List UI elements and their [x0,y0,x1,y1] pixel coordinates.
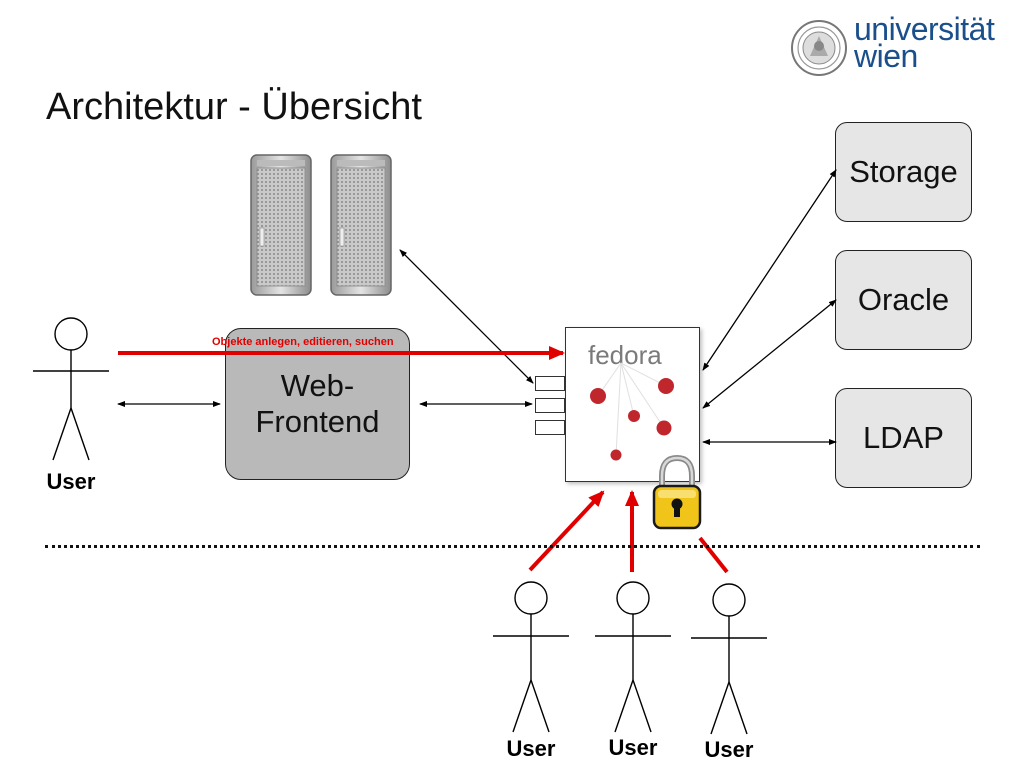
user-label-bottom-1: User [506,736,556,761]
user-figure-bottom-2 [595,581,671,733]
oracle-label: Oracle [857,282,950,317]
fedora-logo [590,362,674,461]
user-figure-bottom-3 [691,583,767,735]
connector-fedora-oracle [702,299,837,409]
user-figure-bottom-1 [493,581,569,733]
fedora-port-3 [535,420,565,435]
connector-fedora-storage [702,169,837,371]
red-blocked-line-user-3 [698,536,729,574]
logo-text: universität wien [854,11,995,74]
red-arrow-bottom-user-1 [528,490,605,572]
storage-label: Storage [849,154,958,189]
university-logo: universität wien [790,11,1005,84]
lock-icon [652,454,702,530]
logo-line-2: wien [854,38,918,74]
user-label-bottom-2: User [608,735,658,760]
fedora-port-2 [535,398,565,413]
storage-box: Storage [835,122,972,222]
user-label-bottom-3: User [704,737,754,762]
web-frontend-line-1: Web- [280,368,355,403]
logo-line-1: universität [854,11,995,47]
user-label-left: User [46,469,96,494]
ldap-box: LDAP [835,388,972,488]
ldap-label: LDAP [863,420,944,455]
connector-server-fedora [399,249,534,384]
fedora-port-1 [535,376,565,391]
university-seal-icon [791,20,847,76]
dotted-divider [45,545,980,548]
oracle-box: Oracle [835,250,972,350]
web-frontend-line-2: Frontend [255,404,380,439]
red-arrow-label: Objekte anlegen, editieren, suchen [212,336,394,348]
user-figure-left [33,317,109,461]
slide-title: Architektur - Übersicht [46,86,422,128]
